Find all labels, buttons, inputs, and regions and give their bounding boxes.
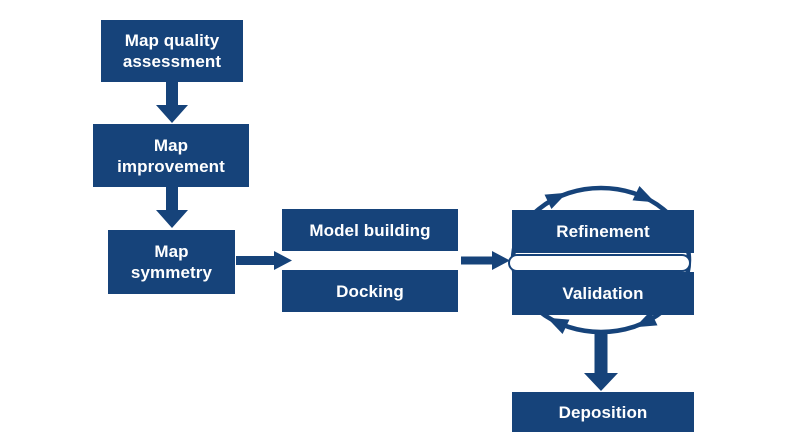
- node-deposition: Deposition: [512, 392, 694, 432]
- node-map-improvement: Map improvement: [93, 124, 249, 187]
- node-label: Map quality: [124, 31, 220, 50]
- node-label: Model building: [309, 220, 431, 240]
- node-label: Deposition: [558, 402, 648, 422]
- node-label: Map: [154, 242, 189, 261]
- node-label: Docking: [336, 281, 404, 301]
- arrow-map-improvement-to-map-symmetry-icon: [156, 187, 188, 228]
- node-label: Map: [153, 135, 189, 155]
- node-model-building: Model building: [282, 209, 458, 251]
- node-label: symmetry: [130, 263, 213, 282]
- node-refinement: Refinement: [512, 210, 694, 253]
- node-map-quality-assessment: Map quality assessment: [101, 20, 243, 82]
- arrow-map-quality-to-map-improvement-icon: [156, 82, 188, 123]
- node-label: Refinement: [556, 222, 650, 241]
- arrow-map-symmetry-to-model-building-icon: [236, 251, 292, 270]
- arrow-docking-to-refinement-icon: [461, 251, 510, 270]
- node-label: improvement: [117, 156, 225, 176]
- cycle-arrowhead-bottom-left-icon: [547, 317, 570, 335]
- cycle-arrowhead-bottom-right-icon: [635, 310, 658, 328]
- node-map-symmetry: Map symmetry: [108, 230, 235, 294]
- node-label: assessment: [122, 52, 222, 71]
- arrow-cycle-to-deposition-icon: [584, 330, 618, 391]
- node-label: Validation: [562, 284, 644, 303]
- node-validation: Validation: [512, 272, 694, 315]
- cycle-arrowhead-top-left-icon: [544, 192, 567, 210]
- refinement-validation-gap-band: [508, 254, 691, 272]
- cycle-arrowhead-top-right-icon: [632, 185, 655, 203]
- node-docking: Docking: [282, 270, 458, 312]
